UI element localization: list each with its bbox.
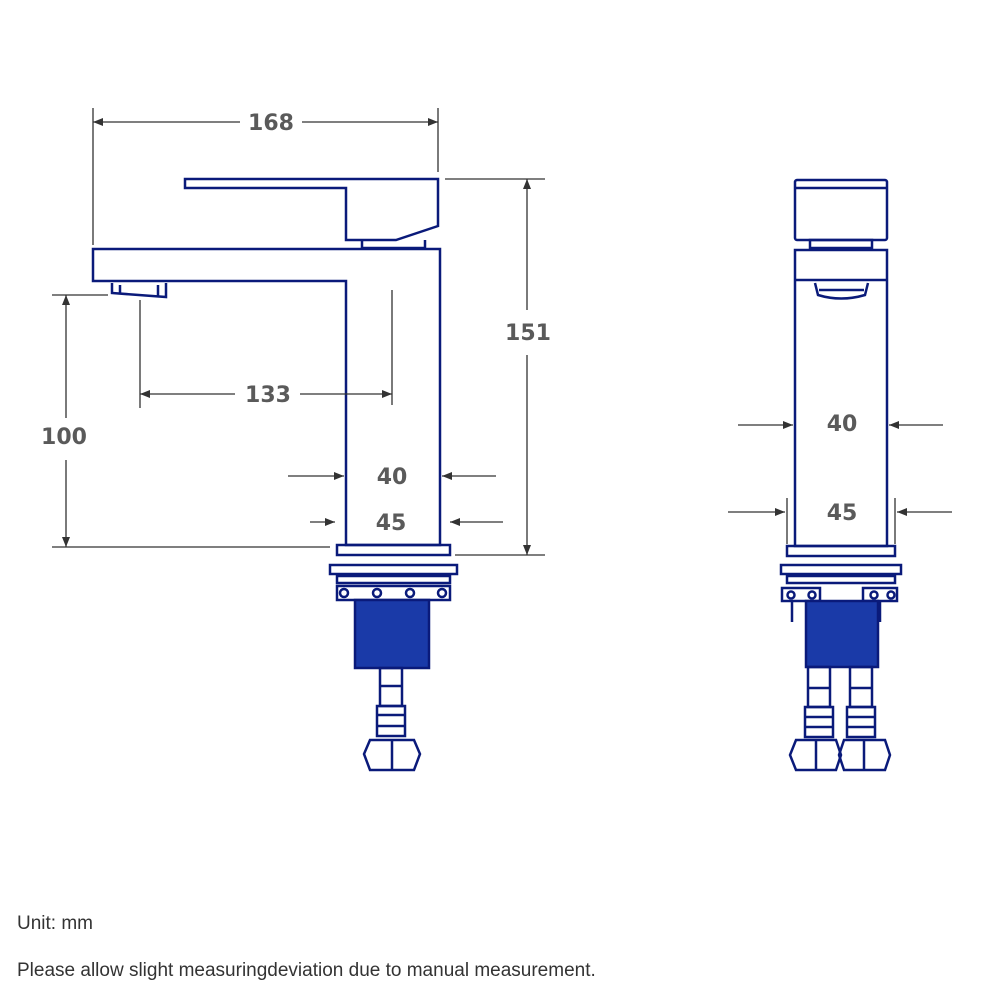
dim-spout-height: 100: [41, 425, 87, 450]
front-dimension-lines: [52, 108, 545, 556]
side-dimension-lines: [728, 421, 952, 544]
deviation-note: Please allow slight measuringdeviation d…: [17, 960, 596, 981]
side-handle-cartridge: [808, 238, 874, 250]
side-hex-nut-right: [837, 738, 892, 772]
dim-side-base-width: 45: [827, 501, 858, 526]
front-threaded-shank: [353, 598, 431, 670]
side-view-faucet: [779, 178, 903, 622]
dim-front-base-width: 45: [376, 511, 407, 536]
side-base-flange: [785, 544, 897, 558]
front-hex-nut: [362, 738, 422, 772]
side-supply-hoses: [788, 665, 892, 772]
side-base-ring-1: [779, 563, 903, 576]
dim-overall-height: 151: [505, 321, 551, 346]
front-base-flange: [335, 543, 452, 557]
side-threaded-shank: [804, 599, 880, 669]
front-supply-hose: [362, 666, 422, 772]
front-base-ring-2: [335, 574, 452, 585]
side-base-ring-2: [785, 574, 897, 585]
side-hex-nut-left: [788, 738, 843, 772]
unit-note: Unit: mm: [17, 913, 93, 934]
front-mounting-plate: [335, 584, 452, 602]
dim-side-body-width: 40: [827, 412, 858, 437]
front-base-ring-1: [328, 563, 459, 576]
front-aerator: [110, 283, 168, 299]
dim-front-body-width: 40: [377, 465, 408, 490]
front-handle-lever: [183, 177, 440, 242]
side-aerator: [813, 282, 870, 300]
dim-overall-width: 168: [248, 111, 294, 136]
dim-spout-reach: 133: [245, 383, 291, 408]
